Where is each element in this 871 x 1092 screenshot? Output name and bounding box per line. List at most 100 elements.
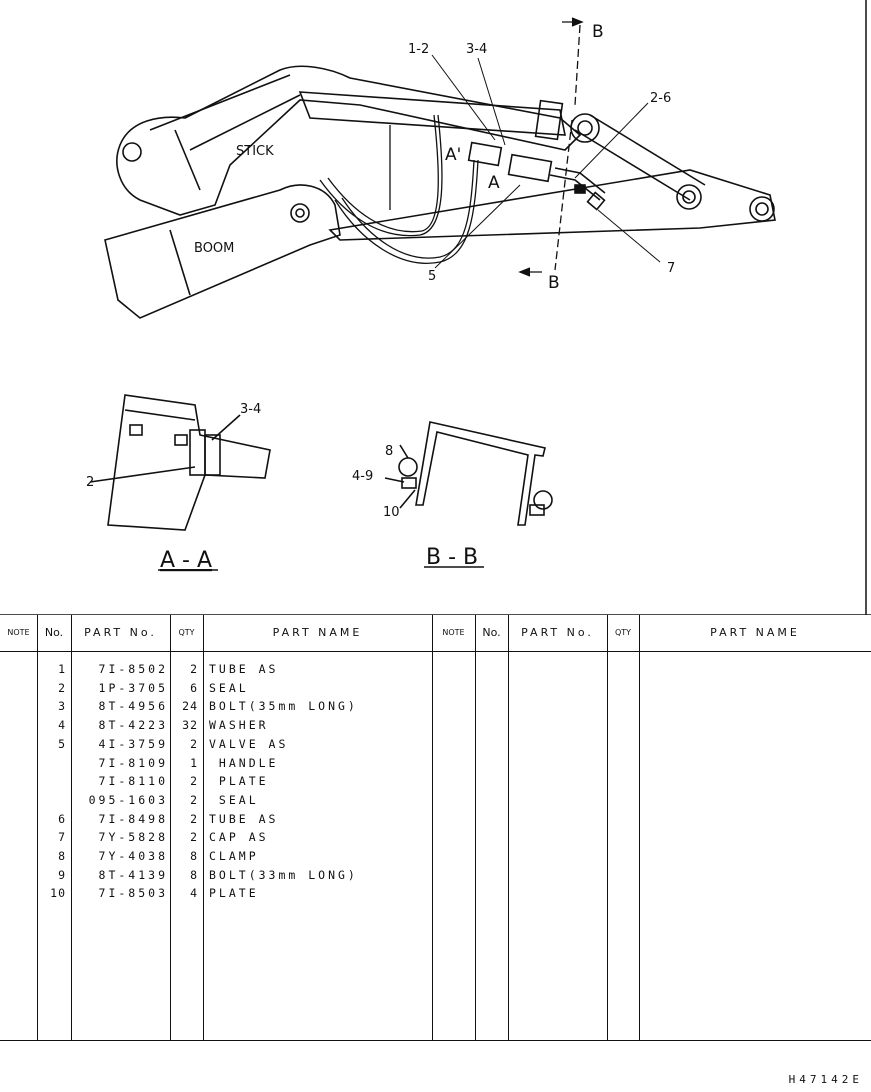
row-part-name: PLATE: [209, 774, 269, 789]
bb-callout-10: 10: [383, 505, 400, 520]
row-qty: 8: [190, 849, 198, 863]
header-note: NOTE: [7, 628, 30, 637]
table-row: 4 8T-4223 32 WASHER: [0, 718, 440, 737]
row-no: 2: [58, 680, 66, 695]
table-row: 1 7I-8502 2 TUBE AS: [0, 662, 440, 681]
row-part-no: 8T-4956: [98, 699, 168, 714]
bb-callout-4-9: 4-9: [352, 469, 373, 484]
row-part-no: 7I-8503: [98, 886, 168, 901]
col-divider: [432, 615, 433, 1040]
row-no: 1: [58, 662, 66, 676]
row-qty: 8: [190, 867, 198, 882]
exploded-view-drawing: STICK BOOM 1-2 3-4 2-6 5 7 A A' B B 3-4 …: [0, 0, 871, 615]
row-qty: 2: [190, 774, 198, 789]
section-aa-title: A - A: [160, 548, 212, 573]
table-row: 7I-8110 2 PLATE: [0, 774, 440, 793]
document-id: H47142E: [788, 1073, 863, 1086]
section-b-line: [518, 17, 584, 277]
header-no-2: No.: [482, 626, 501, 639]
row-qty: 1: [190, 755, 198, 770]
row-part-name: TUBE AS: [209, 811, 279, 826]
row-part-name: BOLT(35mm LONG): [209, 699, 358, 714]
boom-body: [104, 184, 341, 319]
col-divider: [170, 615, 171, 1040]
stick-body: [116, 65, 582, 216]
leader-lines: [431, 54, 661, 269]
row-qty: 24: [182, 699, 198, 714]
col-divider: [37, 615, 38, 1040]
header-part-no: PART No.: [84, 626, 157, 639]
col-divider: [71, 615, 72, 1040]
row-no: 7: [58, 830, 66, 845]
callout-7: 7: [667, 261, 675, 276]
row-part-name: WASHER: [209, 718, 269, 733]
section-a-prime-label: A': [445, 145, 461, 165]
row-part-no: 7Y-5828: [98, 830, 168, 845]
col-divider: [639, 615, 640, 1040]
row-part-name: CLAMP: [209, 849, 259, 863]
row-part-name: SEAL: [209, 680, 249, 695]
header-note-2: NOTE: [442, 628, 465, 637]
row-qty: 2: [190, 736, 198, 751]
header-part-name-2: PART NAME: [710, 626, 800, 639]
row-qty: 4: [190, 886, 198, 901]
bb-callout-8: 8: [385, 444, 393, 459]
callout-2-6: 2-6: [650, 91, 671, 106]
col-divider: [475, 615, 476, 1040]
table-row: 6 7I-8498 2 TUBE AS: [0, 812, 440, 831]
parts-table: NOTE No. PART No. QTY PART NAME NOTE No.…: [0, 615, 871, 1040]
row-qty: 32: [182, 718, 198, 733]
header-part-no-2: PART No.: [521, 626, 594, 639]
row-part-no: 7I-8502: [98, 662, 168, 676]
table-row: 2 1P-3705 6 SEAL: [0, 681, 440, 700]
row-qty: 2: [190, 830, 198, 845]
row-qty: 6: [190, 680, 198, 695]
row-no: 5: [58, 736, 66, 751]
table-row: 8 7Y-4038 8 CLAMP: [0, 849, 440, 868]
row-part-name: CAP AS: [209, 830, 269, 845]
aa-callout-3-4: 3-4: [240, 402, 261, 417]
header-divider: [0, 651, 871, 652]
callout-3-4: 3-4: [466, 42, 487, 57]
row-no: 8: [58, 849, 66, 863]
section-aa-detail: [89, 394, 271, 531]
row-part-name: SEAL: [209, 792, 259, 807]
row-part-name: VALVE AS: [209, 736, 289, 751]
row-part-no: 7I-8110: [98, 774, 168, 789]
row-no: 6: [58, 811, 66, 826]
row-part-name: TUBE AS: [209, 662, 279, 676]
hydraulic-hoses: [319, 114, 479, 264]
row-part-no: 8T-4223: [98, 718, 168, 733]
stick-cylinder: [298, 91, 566, 141]
col-divider: [508, 615, 509, 1040]
section-b-bottom-label: B: [548, 273, 560, 293]
col-divider: [203, 615, 204, 1040]
header-qty-2: QTY: [614, 628, 632, 637]
section-b-top-label: B: [592, 22, 604, 42]
section-a-label: A: [488, 173, 500, 193]
valve-assembly: [467, 141, 606, 211]
section-bb-detail: [384, 421, 553, 526]
aa-callout-2: 2: [86, 475, 94, 490]
row-part-name: BOLT(33mm LONG): [209, 867, 358, 882]
callout-1-2: 1-2: [408, 42, 429, 57]
row-part-no: 7Y-4038: [98, 849, 168, 863]
header-no: No.: [44, 626, 64, 639]
row-part-no: 8T-4139: [98, 867, 168, 882]
row-part-no: 095-1603: [88, 792, 168, 807]
row-part-name: PLATE: [209, 886, 259, 901]
row-part-no: 1P-3705: [98, 680, 168, 695]
row-qty: 2: [190, 662, 198, 676]
table-row: 7 7Y-5828 2 CAP AS: [0, 830, 440, 849]
row-qty: 2: [190, 811, 198, 826]
row-part-no: 7I-8498: [98, 811, 168, 826]
stick-label: STICK: [236, 144, 274, 159]
row-no: 4: [58, 718, 66, 733]
col-divider: [607, 615, 608, 1040]
header-qty: QTY: [178, 628, 195, 637]
